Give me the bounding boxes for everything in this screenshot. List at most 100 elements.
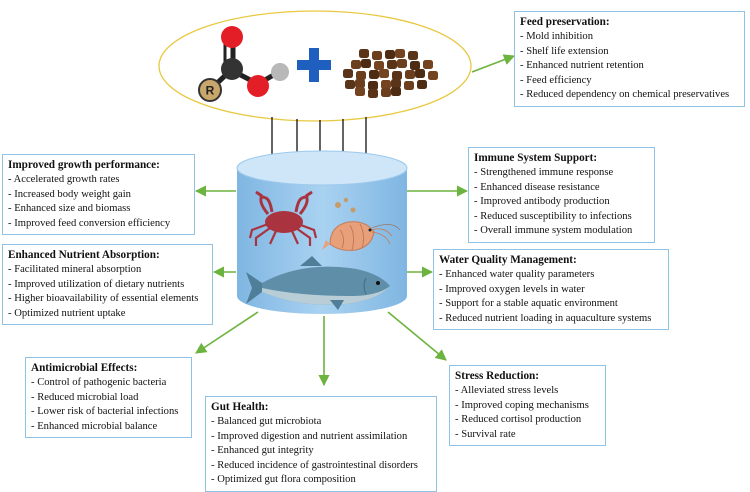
item-list: Mold inhibition Shelf life extension Enh… [520,30,739,103]
item-list: Control of pathogenic bacteria Reduced m… [31,376,186,434]
item-list: Facilitated mineral absorption Improved … [8,263,207,321]
item-list: Accelerated growth rates Increased body … [8,173,189,231]
box-title: Gut Health: [211,401,269,413]
feed-pellet [379,69,389,78]
feed-pellet [415,69,425,78]
crab-icon [248,190,318,246]
list-item: Enhanced nutrient retention [520,59,739,74]
feed-pellet [392,71,402,80]
molecule-r-label: R [206,84,215,98]
list-item: Alleviated stress levels [455,384,600,399]
list-item: Reduced dependency on chemical preservat… [520,88,739,103]
feed-pellet [345,80,355,89]
box-title: Stress Reduction: [455,370,540,382]
list-item: Strengthened immune response [474,166,649,181]
box-title: Improved growth performance: [8,159,160,171]
item-list: Enhanced water quality parameters Improv… [439,268,663,326]
feed-pellet [361,59,371,68]
box-title: Feed preservation: [520,16,610,28]
list-item: Shelf life extension [520,45,739,60]
list-item: Enhanced water quality parameters [439,268,663,283]
list-item: Improved coping mechanisms [455,399,600,414]
list-item: Reduced microbial load [31,391,186,406]
nutrient-absorption-box: Enhanced Nutrient Absorption: Facilitate… [2,244,213,326]
feed-pellet [408,51,418,60]
list-item: Improved feed conversion efficiency [8,217,189,232]
list-item: Mold inhibition [520,30,739,45]
list-item: Facilitated mineral absorption [8,263,207,278]
list-item: Feed efficiency [520,74,739,89]
fish-icon [246,256,390,310]
list-item: Reduced incidence of gastrointestinal di… [211,459,431,474]
feed-pellets-icon [343,49,438,98]
feed-pellet [423,60,433,69]
list-item: Balanced gut microbiota [211,415,431,430]
feed-pellet [391,79,401,88]
list-item: Enhanced disease resistance [474,181,649,196]
list-item: Increased body weight gain [8,188,189,203]
list-item: Lower risk of bacterial infections [31,405,186,420]
feed-pellet [355,87,365,96]
feed-pellet [404,81,414,90]
feed-pellet [369,70,379,79]
feed-pellet [368,89,378,98]
list-item: Enhanced size and biomass [8,202,189,217]
feed-pellet [355,79,365,88]
water-quality-box: Water Quality Management: Enhanced water… [433,249,669,331]
list-item: Overall immune system modulation [474,224,649,239]
feed-pellet [405,70,415,79]
list-item: Reduced nutrient loading in aquaculture … [439,312,663,327]
feed-additive-group: R [158,10,472,122]
list-item: Higher bioavailability of essential elem… [8,292,207,307]
antimicrobial-box: Antimicrobial Effects: Control of pathog… [25,357,192,439]
box-title: Enhanced Nutrient Absorption: [8,249,160,261]
list-item: Accelerated growth rates [8,173,189,188]
item-list: Alleviated stress levels Improved coping… [455,384,600,442]
feed-pellet [381,88,391,97]
stress-reduction-box: Stress Reduction: Alleviated stress leve… [449,365,606,447]
box-title: Water Quality Management: [439,254,577,266]
feed-pellet [343,69,353,78]
box-title: Immune System Support: [474,152,598,164]
output-arrows [194,54,516,387]
feed-pellet [397,59,407,68]
feed-pellet [410,61,420,70]
box-title: Antimicrobial Effects: [31,362,138,374]
growth-performance-box: Improved growth performance: Accelerated… [2,154,195,236]
list-item: Support for a stable aquatic environment [439,297,663,312]
gut-health-box: Gut Health: Balanced gut microbiota Impr… [205,396,437,492]
list-item: Optimized gut flora composition [211,473,431,488]
list-item: Survival rate [455,428,600,443]
feed-pellet [381,80,391,89]
feed-pellet [385,50,395,59]
feed-pellet [391,87,401,96]
feed-pellet [368,81,378,90]
list-item: Improved antibody production [474,195,649,210]
list-item: Improved digestion and nutrient assimila… [211,430,431,445]
feed-pellet [356,71,366,80]
feed-pellet [417,80,427,89]
feed-pellet [387,60,397,69]
list-item: Reduced cortisol production [455,413,600,428]
feed-pellet [372,51,382,60]
shrimp-icon [322,221,401,251]
list-item: Reduced susceptibility to infections [474,210,649,225]
feed-pellet [428,71,438,80]
list-item: Control of pathogenic bacteria [31,376,186,391]
feed-preservation-box: Feed preservation: Mold inhibition Shelf… [514,11,745,107]
immune-support-box: Immune System Support: Strengthened immu… [468,147,655,243]
feed-pellet [374,61,384,70]
list-item: Improved oxygen levels in water [439,283,663,298]
feed-pellet [359,49,369,58]
list-item: Optimized nutrient uptake [8,307,207,322]
item-list: Balanced gut microbiota Improved digesti… [211,415,431,488]
plus-icon [297,48,331,82]
bubbles-icon [335,197,356,213]
feed-pellet [395,49,405,58]
feed-pellet [351,60,361,69]
organic-acid-molecule-icon: R [198,26,289,102]
list-item: Enhanced microbial balance [31,420,186,435]
item-list: Strengthened immune response Enhanced di… [474,166,649,239]
list-item: Enhanced gut integrity [211,444,431,459]
